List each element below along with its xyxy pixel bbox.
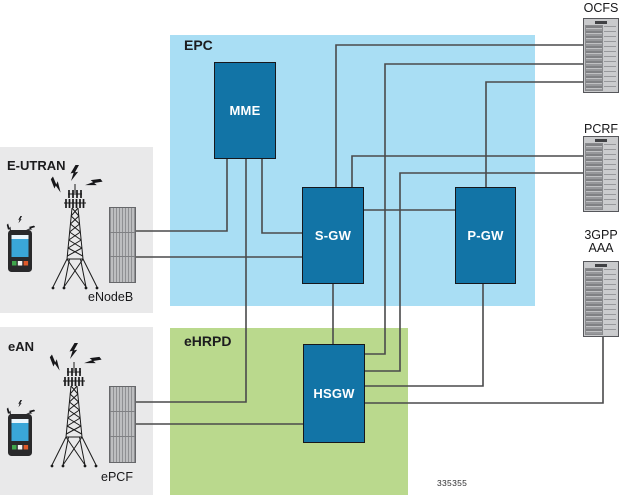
node-hsgw: HSGW <box>303 344 365 443</box>
region-label-epc: EPC <box>184 37 213 53</box>
epcf-rack-icon <box>109 386 136 463</box>
aaa-label-line2: AAA <box>588 241 614 255</box>
rack-handle <box>595 264 607 267</box>
cell-tower-icon <box>45 163 105 291</box>
enodeb-label: eNodeB <box>88 290 134 304</box>
rack-slats <box>585 268 603 335</box>
mobile-phone-icon <box>5 400 35 462</box>
region-label-eutran: E-UTRAN <box>7 158 66 173</box>
rack-slats <box>603 26 616 90</box>
rack-handle <box>595 21 607 24</box>
pcrf-server-icon <box>583 136 619 212</box>
node-mme-label: MME <box>229 103 261 118</box>
epcf-label: ePCF <box>101 470 133 484</box>
mobile-phone-icon <box>5 216 35 278</box>
rack-handle <box>595 139 607 142</box>
rack-section <box>110 437 135 463</box>
rack-section <box>110 412 135 438</box>
node-hsgw-label: HSGW <box>313 386 355 401</box>
region-ehrpd <box>170 328 408 495</box>
region-label-ean: eAN <box>8 339 35 354</box>
aaa-label-line1: 3GPP <box>584 228 618 242</box>
node-mme: MME <box>214 62 276 159</box>
node-pgw: P-GW <box>455 187 516 284</box>
node-sgw: S-GW <box>302 187 364 284</box>
rack-slats <box>603 144 616 209</box>
pcrf-label: PCRF <box>583 122 619 136</box>
figure-number: 335355 <box>437 478 468 488</box>
ocfs-label: OCFS <box>583 1 619 15</box>
aaa-server-icon <box>583 261 619 337</box>
enodeb-rack-icon <box>109 207 136 283</box>
node-pgw-label: P-GW <box>467 228 504 243</box>
rack-slats <box>585 143 603 210</box>
rack-section <box>110 387 135 413</box>
rack-section <box>110 257 135 283</box>
aaa-label: 3GPP AAA <box>581 229 621 255</box>
rack-section <box>110 208 135 233</box>
rack-slats <box>585 25 603 91</box>
cell-tower-icon <box>44 341 104 469</box>
ocfs-server-icon <box>583 18 619 93</box>
rack-slats <box>603 269 616 334</box>
rack-section <box>110 232 135 258</box>
node-sgw-label: S-GW <box>314 228 352 243</box>
region-label-ehrpd: eHRPD <box>184 333 232 349</box>
